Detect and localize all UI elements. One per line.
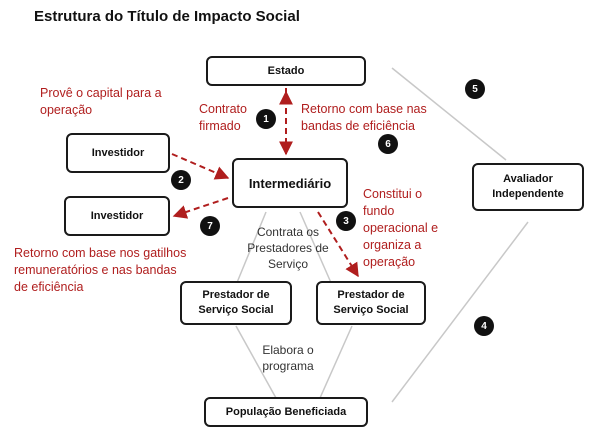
label-contrata-line-1: Contrata os — [256, 225, 320, 239]
label-retorno-estado: Retorno com base nas bandas de eficiênci… — [301, 101, 427, 135]
node-populacao: População Beneficiada — [204, 397, 368, 427]
label-capital-line-1: Provê o capital para a — [40, 86, 162, 100]
badge-7: 7 — [200, 216, 220, 236]
node-prestador-1-line-2: Serviço Social — [198, 304, 274, 316]
node-investidor-1-label: Investidor — [91, 146, 145, 159]
label-retorno-investidor: Retorno com base nos gatilhos remunerató… — [14, 245, 186, 296]
connector-intermediario-prestador-1 — [235, 211, 267, 286]
badge-5: 5 — [465, 79, 485, 99]
node-investidor-2-label: Investidor — [90, 209, 144, 222]
label-elabora: Elabora o programa — [248, 342, 328, 374]
node-avaliador-line-2: Independente — [492, 188, 564, 200]
node-prestador-2: Prestador de Serviço Social — [316, 281, 426, 325]
badge-6: 6 — [378, 134, 398, 154]
label-capital: Provê o capital para a operação — [40, 85, 162, 119]
label-elabora-line-1: Elabora o — [262, 343, 314, 357]
label-constitui-line-4: organiza a — [363, 238, 422, 252]
label-contrata: Contrata os Prestadores de Serviço — [236, 224, 340, 272]
label-retorno-investidor-line-3: de eficiência — [14, 280, 84, 294]
badge-1: 1 — [256, 109, 276, 129]
label-constitui: Constitui o fundo operacional e organiza… — [363, 186, 438, 271]
label-contrato-line-1: Contrato — [199, 102, 247, 116]
connector-prestador-1-populacao — [235, 325, 277, 399]
node-estado: Estado — [206, 56, 366, 86]
node-populacao-label: População Beneficiada — [225, 405, 347, 418]
node-avaliador: Avaliador Independente — [472, 163, 584, 211]
label-contrata-line-2: Prestadores de — [247, 241, 329, 255]
node-prestador-2-line-2: Serviço Social — [333, 304, 409, 316]
label-constitui-line-5: operação — [363, 255, 416, 269]
connector-avaliador-populacao — [391, 221, 529, 403]
node-prestador-2-line-1: Prestador de — [337, 289, 405, 301]
connector-intermediario-prestador-2 — [299, 211, 333, 286]
arrow-intermediario-prestador — [317, 211, 359, 278]
node-prestador-1-line-1: Prestador de — [202, 289, 270, 301]
label-contrata-line-3: Serviço — [267, 257, 308, 271]
label-constitui-line-3: operacional e — [363, 221, 439, 235]
label-contrato: Contrato firmado — [199, 101, 247, 135]
label-retorno-investidor-line-2: remuneratórios e nas bandas — [14, 263, 177, 277]
badge-3: 3 — [336, 211, 356, 231]
diagram-title: Estrutura do Título de Impacto Social — [34, 8, 300, 25]
label-elabora-line-2: programa — [262, 359, 314, 373]
node-investidor-1: Investidor — [66, 133, 170, 173]
node-intermediario-label: Intermediário — [248, 175, 332, 191]
node-avaliador-line-1: Avaliador — [503, 173, 553, 185]
node-intermediario: Intermediário — [232, 158, 348, 208]
badge-4: 4 — [474, 316, 494, 336]
label-constitui-line-2: fundo — [363, 204, 395, 218]
arrow-investidor-intermediario — [171, 153, 230, 180]
node-prestador-1: Prestador de Serviço Social — [180, 281, 292, 325]
label-retorno-investidor-line-1: Retorno com base nos gatilhos — [14, 246, 187, 260]
node-estado-label: Estado — [267, 64, 305, 77]
connector-prestador-2-populacao — [319, 325, 353, 399]
badge-2: 2 — [171, 170, 191, 190]
label-constitui-line-1: Constitui o — [363, 187, 423, 201]
label-contrato-line-2: firmado — [199, 119, 241, 133]
node-investidor-2: Investidor — [64, 196, 170, 236]
label-retorno-estado-line-2: bandas de eficiência — [301, 119, 415, 133]
label-retorno-estado-line-1: Retorno com base nas — [301, 102, 427, 116]
connector-estado-avaliador — [391, 67, 507, 161]
label-capital-line-2: operação — [40, 103, 93, 117]
arrow-intermediario-investidor — [172, 197, 229, 219]
